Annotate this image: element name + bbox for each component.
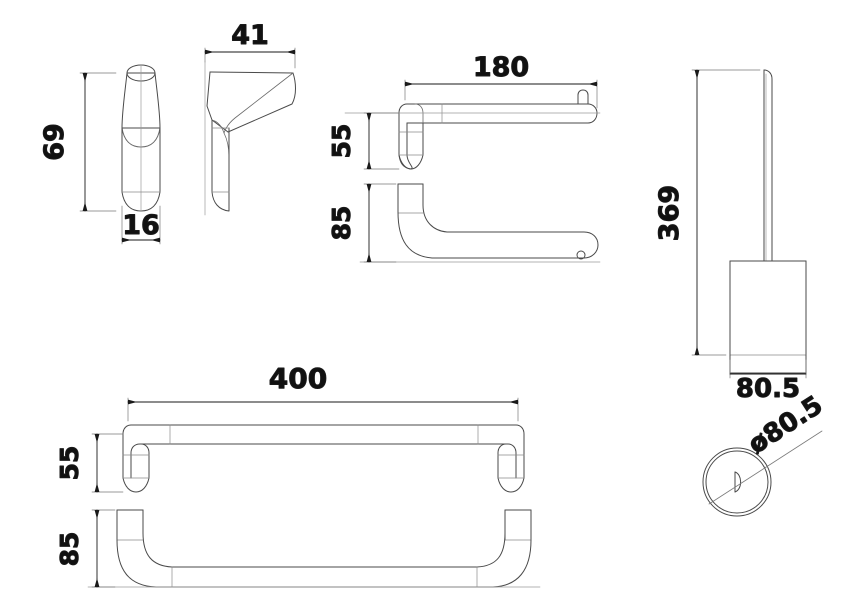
dim-label-85-paper: 85 bbox=[327, 206, 356, 241]
view-paper-holder-top bbox=[344, 89, 601, 170]
view-hook-front bbox=[121, 64, 161, 212]
dimension-hook-depth: 41 bbox=[204, 20, 296, 69]
dim-label-69: 69 bbox=[39, 123, 70, 161]
view-towel-bar-top bbox=[122, 424, 525, 493]
view-toilet-brush-front bbox=[729, 69, 807, 374]
dimension-hook-height: 69 bbox=[39, 72, 117, 212]
dim-label-80-5: 80.5 bbox=[736, 374, 800, 404]
dim-label-55-towel: 55 bbox=[55, 446, 84, 481]
dimension-paper-holder-bracket: 55 bbox=[327, 112, 400, 170]
view-towel-bar-side bbox=[87, 509, 541, 588]
dimension-brush-base-width: 80.5 bbox=[729, 359, 807, 405]
view-toilet-brush-plan: ø80.5 bbox=[702, 390, 829, 517]
dimension-towel-bar-drop: 85 bbox=[55, 509, 116, 588]
dimension-towel-bar-bracket: 55 bbox=[55, 433, 124, 493]
dimension-towel-bar-length: 400 bbox=[127, 362, 519, 422]
dimension-paper-holder-drop: 85 bbox=[327, 183, 397, 263]
view-paper-holder-side bbox=[359, 183, 601, 263]
dim-label-369: 369 bbox=[654, 185, 685, 241]
dim-label-16: 16 bbox=[122, 210, 160, 241]
dimension-hook-width: 16 bbox=[121, 205, 161, 245]
dim-label-180: 180 bbox=[473, 52, 529, 83]
view-hook-side bbox=[204, 61, 296, 216]
dimension-paper-holder-length: 180 bbox=[404, 52, 598, 109]
dim-label-85-towel: 85 bbox=[55, 532, 84, 567]
dimension-brush-height: 369 bbox=[654, 69, 761, 356]
dim-label-55-paper: 55 bbox=[327, 124, 356, 159]
dim-label-41: 41 bbox=[231, 20, 269, 51]
dim-label-400: 400 bbox=[269, 362, 327, 395]
